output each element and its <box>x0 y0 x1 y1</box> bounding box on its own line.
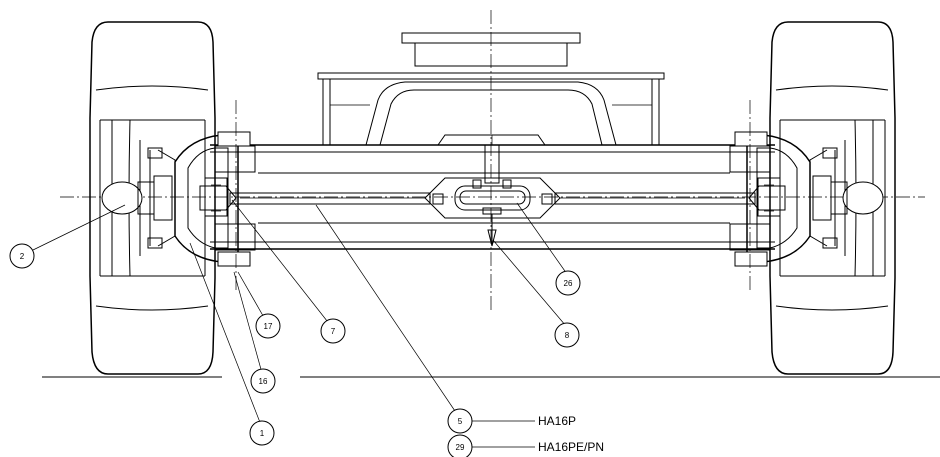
left-wheel <box>89 21 216 375</box>
callout-1: 1 <box>249 420 275 446</box>
left-knuckle <box>174 100 256 290</box>
callout-5: 5 <box>447 408 473 434</box>
callout-8: 8 <box>554 322 580 348</box>
callout-29-number: 29 <box>456 443 465 452</box>
center-dome-bracket <box>365 81 617 146</box>
callout-5-number: 5 <box>458 417 463 426</box>
callout-2: 2 <box>9 243 35 269</box>
callout-17-number: 17 <box>264 322 273 331</box>
callout-1-number: 1 <box>260 429 265 438</box>
callout-26-number: 26 <box>564 279 573 288</box>
callout-16-number: 16 <box>259 377 268 386</box>
tie-rod <box>229 192 756 205</box>
model-label-ha16pe-pn: HA16PE/PN <box>538 440 604 454</box>
top-mount-plate <box>317 32 665 145</box>
right-wheel <box>769 21 896 375</box>
callout-7: 7 <box>320 318 346 344</box>
callout-16: 16 <box>250 368 276 394</box>
callout-8-number: 8 <box>565 331 570 340</box>
callout-29: 29 <box>447 434 473 457</box>
callout-17: 17 <box>255 313 281 339</box>
center-turnbuckle <box>424 135 561 247</box>
callout-7-number: 7 <box>331 327 336 336</box>
leader-lines <box>32 199 568 448</box>
model-label-ha16p: HA16P <box>538 414 576 428</box>
callout-2-number: 2 <box>20 252 25 261</box>
callout-26: 26 <box>555 270 581 296</box>
centerlines <box>60 10 925 312</box>
